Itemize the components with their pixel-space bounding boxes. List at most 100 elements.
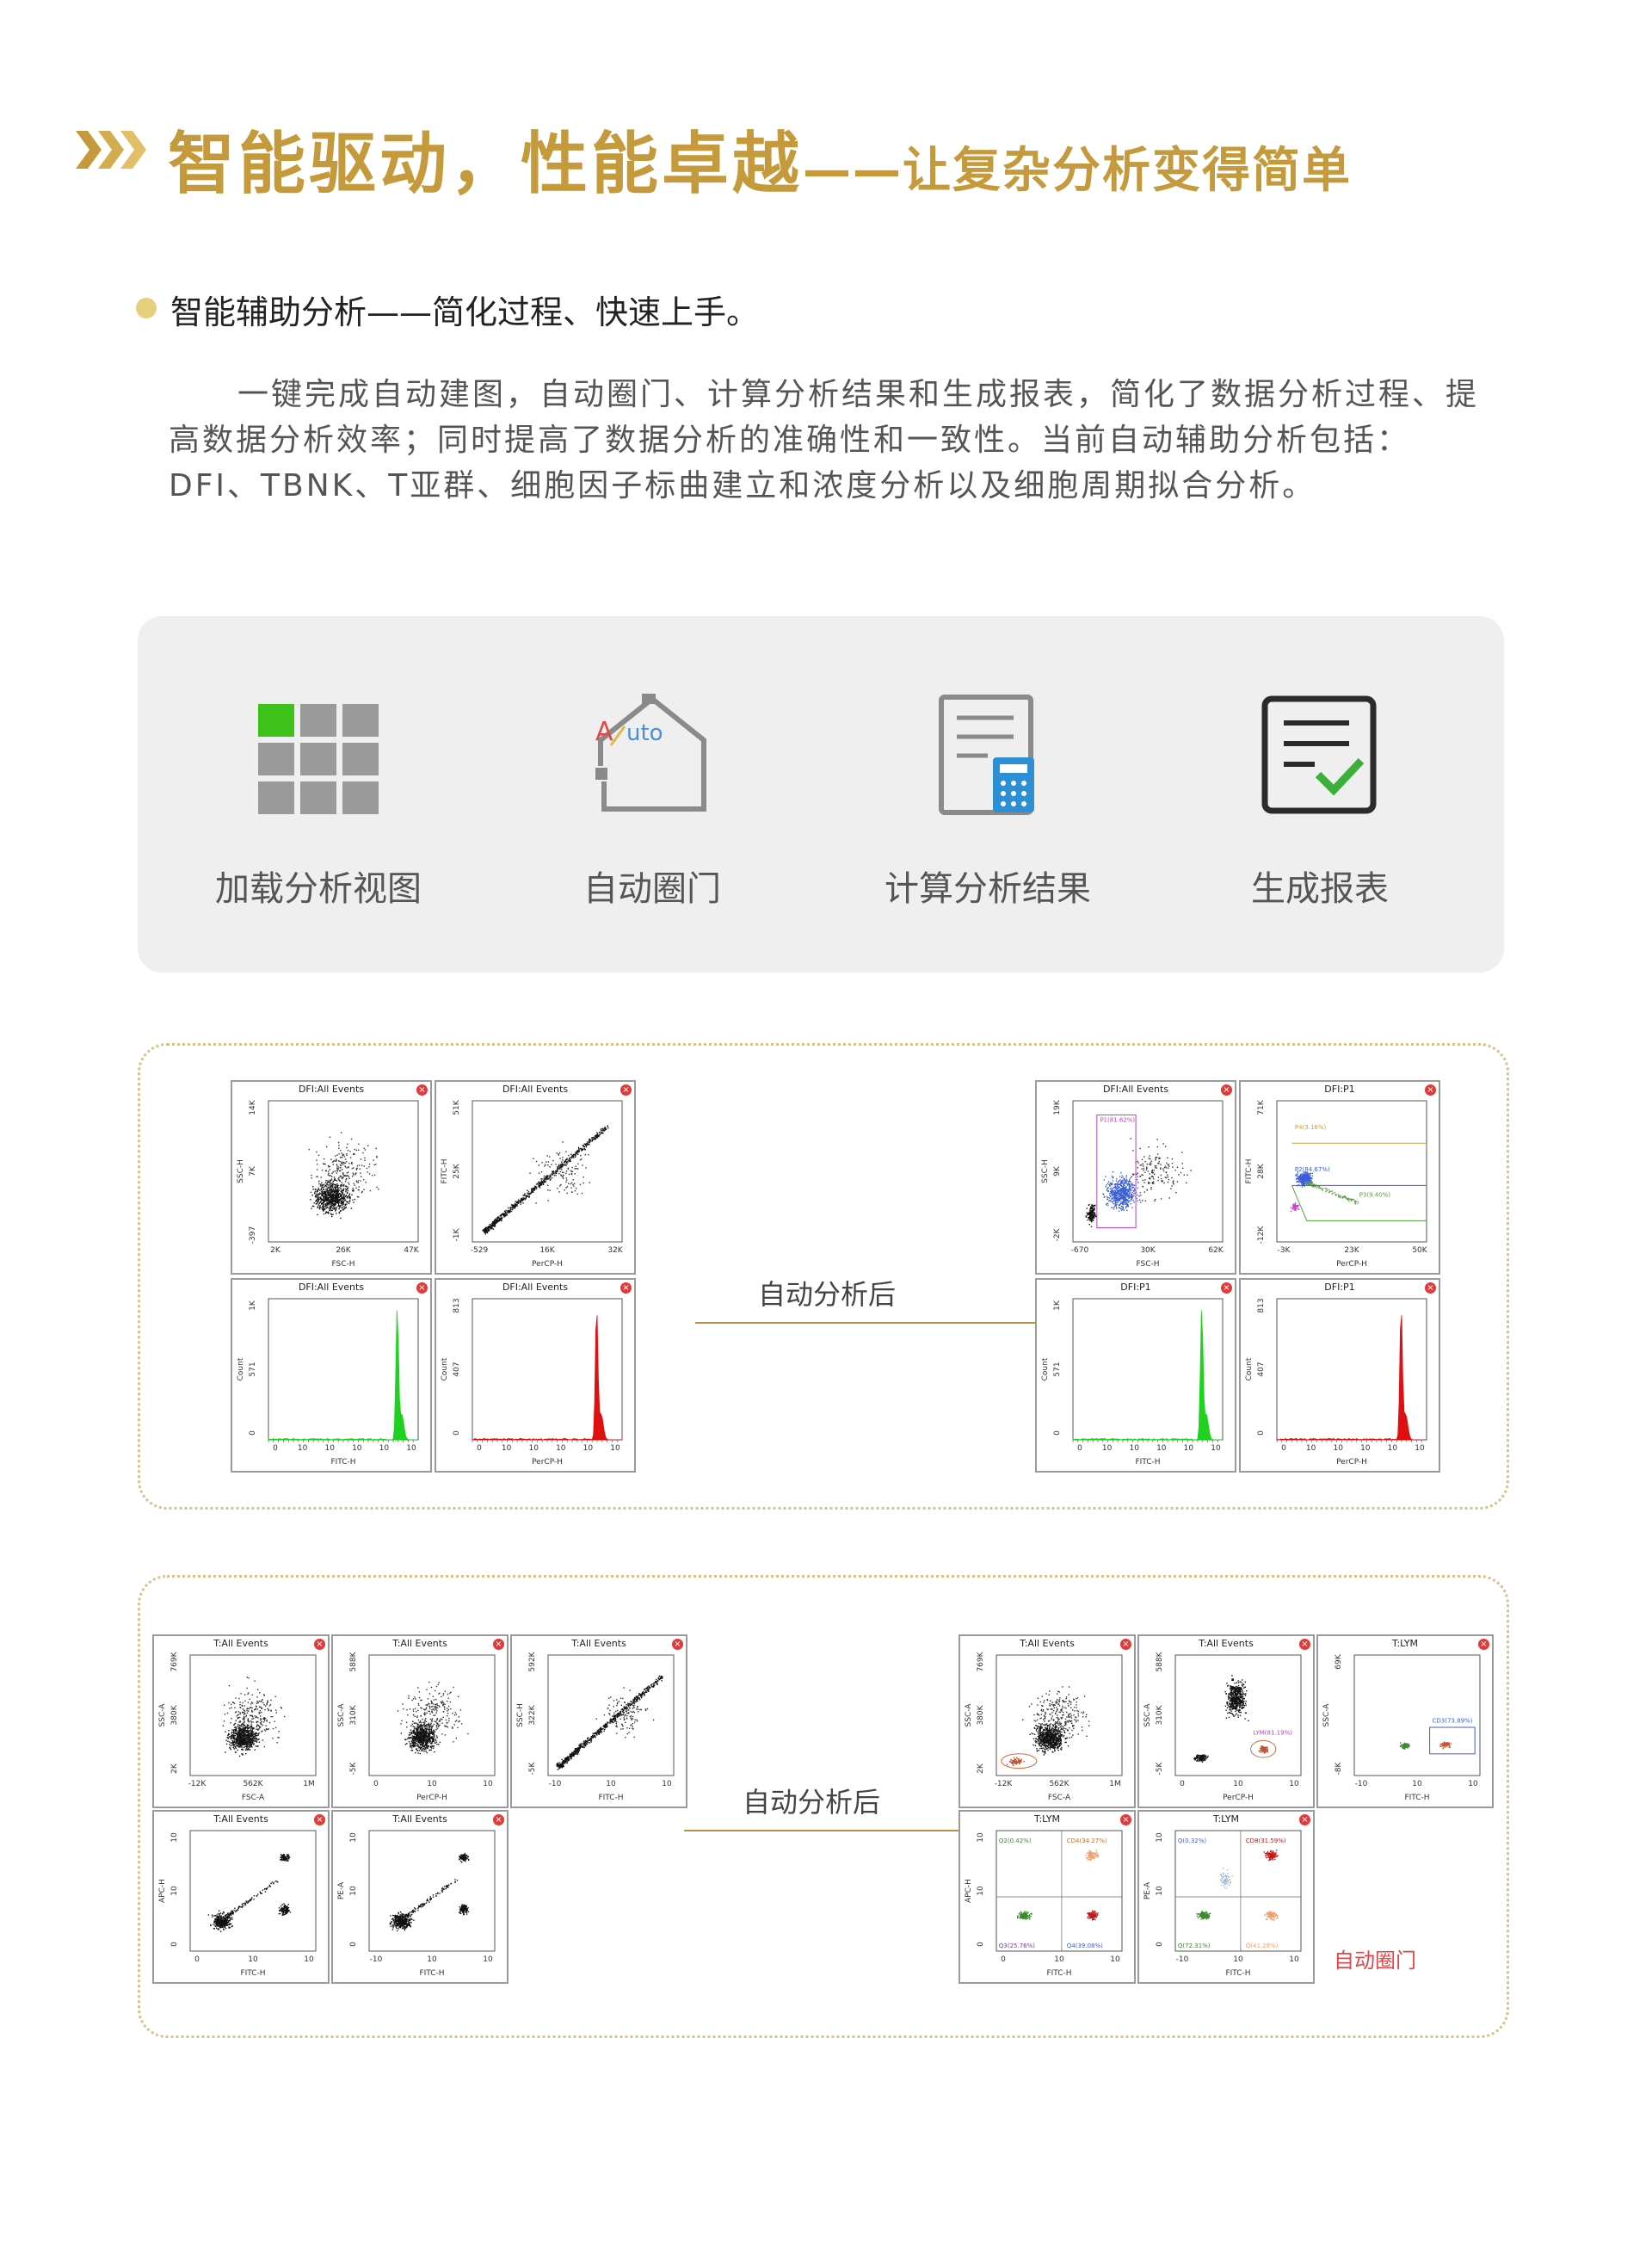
x-tick-label: -10	[549, 1780, 562, 1788]
close-icon[interactable]: ×	[620, 1084, 632, 1096]
y-tick-label: -12K	[1257, 1226, 1266, 1245]
y-tick-label: 69K	[1335, 1653, 1343, 1669]
y-tick-label: 310K	[1156, 1704, 1164, 1725]
close-icon[interactable]: ×	[416, 1282, 428, 1294]
x-tick-label: 0	[1281, 1444, 1286, 1453]
y-tick-label: -397	[249, 1226, 257, 1244]
close-icon[interactable]: ×	[1120, 1814, 1131, 1825]
quadrant-label: CD4(34.27%)	[1067, 1837, 1107, 1844]
y-tick-label: 10	[977, 1886, 985, 1896]
gate-label: P1(81.62%)	[1100, 1117, 1135, 1124]
plot-title: T:LYM	[1033, 1813, 1061, 1825]
x-tick-label: 10	[406, 1444, 416, 1453]
x-tick-label: 10	[1129, 1444, 1139, 1453]
x-tick-label: 562K	[1049, 1780, 1069, 1788]
y-tick-label: -5K	[349, 1761, 358, 1775]
y-axis-label: FITC-H	[441, 1158, 449, 1183]
gate-label: CD3(73.89%)	[1433, 1717, 1473, 1724]
y-tick-label: -8K	[1335, 1761, 1343, 1775]
close-icon[interactable]: ×	[1120, 1639, 1131, 1650]
plot-title: DFI:P1	[1324, 1084, 1355, 1095]
x-tick-label: -12K	[188, 1780, 207, 1788]
auto-gate-icon: A uto	[595, 694, 706, 812]
y-tick-label: 0	[453, 1430, 461, 1436]
close-icon[interactable]: ×	[672, 1639, 683, 1650]
y-tick-label: 0	[249, 1430, 257, 1436]
svg-text:uto: uto	[626, 720, 663, 746]
x-axis-label: FITC-H	[240, 1969, 265, 1978]
close-icon[interactable]: ×	[1478, 1639, 1489, 1650]
arrow-label: 自动分析后	[758, 1278, 897, 1311]
x-tick-label: 10	[1360, 1444, 1371, 1453]
close-icon[interactable]: ×	[1425, 1084, 1436, 1096]
y-tick-label: -5K	[1156, 1761, 1164, 1775]
y-tick-label: 0	[1156, 1942, 1164, 1947]
y-tick-label: 14K	[249, 1099, 257, 1115]
close-icon[interactable]: ×	[1425, 1282, 1436, 1294]
report-check-icon	[1261, 695, 1377, 814]
x-tick-label: 10	[427, 1955, 437, 1964]
close-icon[interactable]: ×	[416, 1084, 428, 1096]
y-tick-label: 9K	[1053, 1165, 1062, 1177]
section-paragraph: 一键完成自动建图，自动圈门、计算分析结果和生成报表，简化了数据分析过程、提高数据…	[169, 372, 1494, 509]
x-tick-label: -12K	[995, 1780, 1014, 1788]
y-tick-label: 380K	[170, 1704, 179, 1725]
y-tick-label: 51K	[453, 1099, 461, 1115]
close-icon[interactable]: ×	[493, 1639, 504, 1650]
close-icon[interactable]: ×	[1221, 1084, 1232, 1096]
page-title: 智能驱动，性能卓越——让复杂分析变得简单	[168, 110, 1352, 207]
section-subheading: 智能辅助分析——简化过程、快速上手。	[170, 293, 760, 331]
close-icon[interactable]: ×	[1299, 1639, 1310, 1650]
step-load-view: 加载分析视图	[163, 616, 473, 973]
close-icon[interactable]: ×	[314, 1814, 325, 1825]
close-icon[interactable]: ×	[1299, 1814, 1310, 1825]
y-axis-label: FITC-H	[1245, 1158, 1254, 1183]
y-tick-label: 571	[1053, 1362, 1062, 1376]
x-tick-label: 10	[1211, 1444, 1221, 1453]
x-tick-label: 26K	[336, 1246, 351, 1255]
y-axis-label: Count	[1245, 1357, 1254, 1380]
plot-title: T:LYM	[1391, 1638, 1419, 1649]
step-label: 自动圈门	[583, 869, 721, 909]
plot-title: T:LYM	[1212, 1813, 1240, 1825]
x-axis-label: PerCP-H	[1223, 1794, 1254, 1802]
y-axis-label: Count	[1041, 1357, 1050, 1380]
x-tick-label: 23K	[1344, 1246, 1359, 1255]
close-icon[interactable]: ×	[493, 1814, 504, 1825]
y-tick-label: 7K	[249, 1165, 257, 1177]
x-tick-label: 562K	[243, 1780, 263, 1788]
x-tick-label: -10	[1355, 1780, 1368, 1788]
close-icon[interactable]: ×	[620, 1282, 632, 1294]
y-tick-label: 813	[453, 1298, 461, 1312]
y-tick-label: 310K	[349, 1704, 358, 1725]
x-axis-label: FSC-A	[242, 1794, 265, 1802]
x-tick-label: 10	[662, 1780, 672, 1788]
y-axis-label: SSC-A	[1322, 1703, 1331, 1727]
x-axis-label: FITC-H	[419, 1969, 444, 1978]
x-tick-label: 0	[273, 1444, 278, 1453]
step-generate-report: 生成报表	[1165, 616, 1475, 973]
close-icon[interactable]: ×	[1221, 1282, 1232, 1294]
close-icon[interactable]: ×	[314, 1639, 325, 1650]
